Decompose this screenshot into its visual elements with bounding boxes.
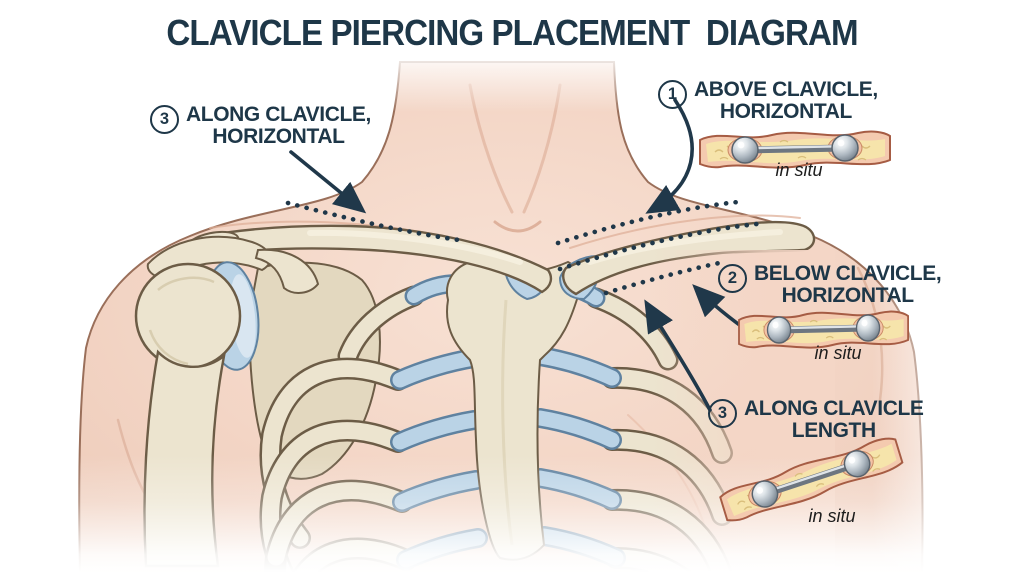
in-situ-caption-2: in situ [814, 343, 862, 363]
in-situ-caption-1: in situ [775, 160, 823, 180]
label-above-clavicle-horizontal: 1 ABOVE CLAVICLE, HORIZONTAL [658, 79, 878, 123]
label-line: HORIZONTAL [212, 125, 345, 148]
label-along-clavicle-length: 3 ALONG CLAVICLE LENGTH [708, 398, 924, 442]
label-below-clavicle-horizontal: 2 BELOW CLAVICLE, HORIZONTAL [718, 262, 942, 307]
label-line: ABOVE CLAVICLE, [694, 78, 878, 101]
dotted-line-right-clavicle-upper-edge [557, 221, 760, 272]
page-title: CLAVICLE PIERCING PLACEMENT DIAGRAM [166, 12, 858, 53]
neck-top-fade [336, 50, 688, 112]
label-along-clavicle-horizontal: 3 ALONG CLAVICLE, HORIZONTAL [150, 104, 371, 148]
label-line: HORIZONTAL [719, 100, 852, 123]
label-line: ALONG CLAVICLE, [186, 103, 371, 126]
clavicle-right-bone [562, 220, 816, 296]
arrow-left-label-3 [289, 150, 367, 214]
dotted-line-above-right-clavicle [555, 199, 741, 246]
left-fade [0, 230, 72, 572]
circled-number-1: 1 [658, 80, 687, 109]
circled-number-3: 3 [708, 399, 737, 428]
label-line: BELOW CLAVICLE, [754, 262, 942, 285]
in-situ-caption-3: in situ [808, 506, 856, 526]
label-line: LENGTH [791, 419, 876, 442]
arrow-label-3 [644, 299, 712, 412]
circled-number-2: 2 [718, 264, 747, 293]
acromion-coracoid-bones [146, 230, 320, 294]
humeral-head-bone [134, 262, 242, 370]
arrow-label-1 [645, 98, 694, 214]
label-line: ALONG CLAVICLE [744, 397, 924, 420]
label-line: HORIZONTAL [781, 284, 914, 307]
circled-number-3: 3 [150, 105, 179, 134]
